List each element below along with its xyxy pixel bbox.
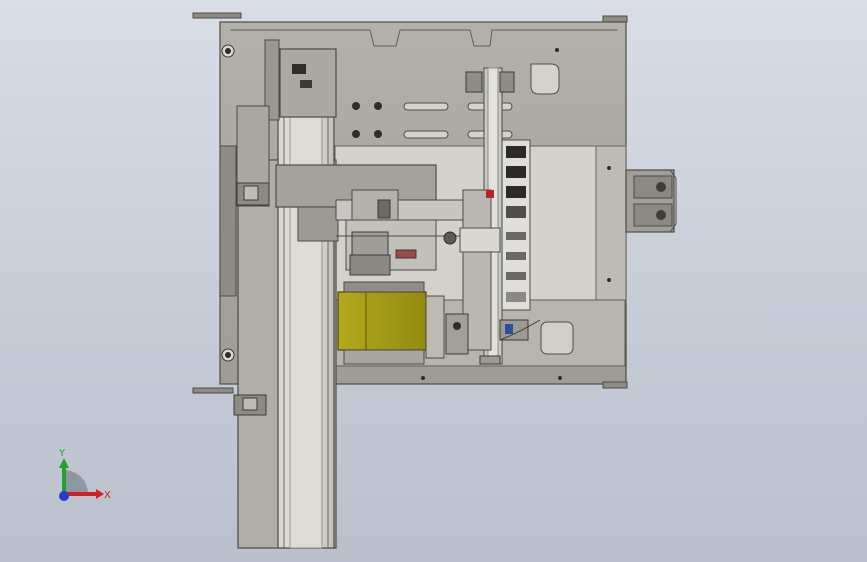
connector-column[interactable] [501,139,531,311]
horizontal-cross-beam[interactable] [275,164,469,242]
triad-arc [64,470,88,494]
vertical-linear-axis[interactable] [233,59,337,549]
gripper-assembly[interactable] [336,219,470,276]
triad-x-label: X [104,490,111,501]
triad-z-axis [59,491,69,501]
coordinate-triad: X Y [58,448,111,501]
plate-holes [221,44,611,380]
left-beam[interactable] [219,39,280,297]
triad-y-arrow [59,458,69,468]
motor-carriage[interactable] [279,48,337,118]
yellow-block[interactable] [337,281,445,365]
triad-y-label: Y [58,448,66,459]
triad-x-arrow [96,489,104,499]
lower-clamps[interactable] [445,313,541,355]
right-bracket[interactable] [625,169,677,233]
